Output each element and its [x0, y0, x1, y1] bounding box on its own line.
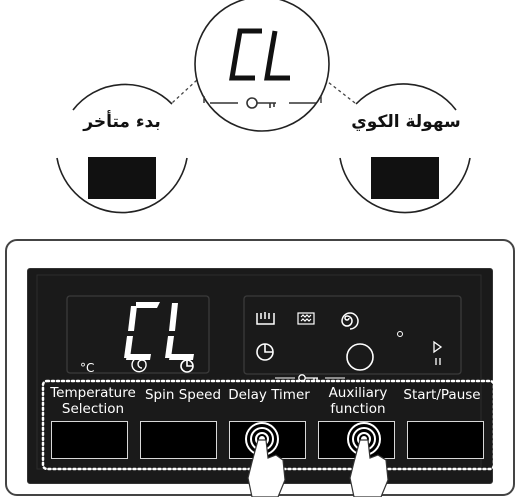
pointing-hand-icon-delay: [248, 440, 285, 497]
pointing-hand-icon-auxiliary: [350, 440, 388, 497]
